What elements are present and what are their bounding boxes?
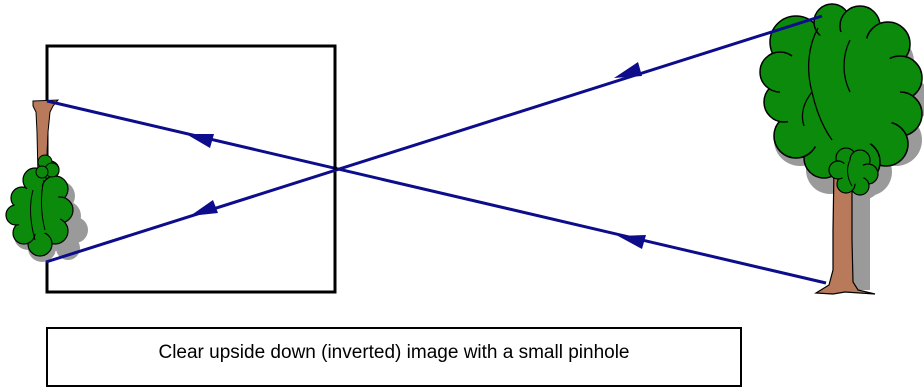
ray-top-to-bottom bbox=[45, 14, 823, 264]
caption-box: Clear upside down (inverted) image with … bbox=[46, 327, 742, 387]
camera-box bbox=[45, 44, 337, 294]
caption-text: Clear upside down (inverted) image with … bbox=[158, 342, 630, 363]
tree-icon bbox=[759, 3, 924, 295]
pinhole bbox=[333, 166, 337, 170]
arrowhead-icon bbox=[614, 62, 642, 78]
arrowhead-icon bbox=[618, 235, 646, 249]
ray-bottom-to-top bbox=[46, 99, 827, 285]
inverted-tree-icon bbox=[5, 99, 88, 262]
arrowhead-icon bbox=[190, 200, 218, 216]
arrowhead-icon bbox=[186, 134, 214, 148]
light-rays bbox=[45, 14, 827, 285]
